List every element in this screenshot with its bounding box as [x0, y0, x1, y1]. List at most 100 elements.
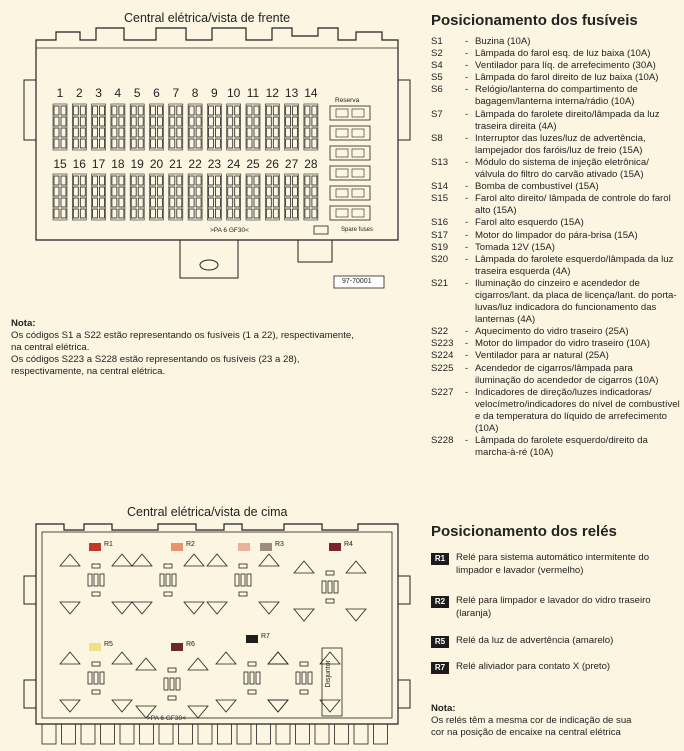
- fuse-slot: [284, 103, 299, 151]
- relay-label: R6: [186, 641, 195, 648]
- fuse-dash: -: [465, 132, 469, 144]
- fuse-dash: -: [465, 253, 469, 265]
- fuse-code: S17: [431, 229, 449, 241]
- spare-fuse-slots: [329, 105, 371, 221]
- fuse-number: 21: [169, 157, 183, 171]
- spare-slot: [329, 125, 371, 141]
- relay-item-r1: R1 Relé para sistema automático intermit…: [431, 552, 681, 577]
- connector-tooth: [100, 723, 115, 745]
- pa-label-front: >PA 6 GF30<: [210, 227, 249, 234]
- fuse-code: S19: [431, 241, 449, 253]
- fuse-item: S227-Indicadores de direção/luzes indica…: [431, 387, 681, 435]
- fuse-row-2: [52, 173, 319, 221]
- fuse-dash: -: [465, 277, 469, 289]
- fuse-item: S16-Farol alto esquerdo (15A): [431, 217, 681, 229]
- fuse-number: 15: [53, 157, 67, 171]
- connector-tooth: [373, 723, 388, 745]
- connector-tooth: [119, 723, 135, 745]
- fuse-dash: -: [465, 108, 469, 120]
- relay-badge: R2: [431, 596, 449, 608]
- fuse-dash: -: [465, 193, 469, 205]
- fuse-code: S228: [431, 435, 454, 447]
- fuse-slot: [264, 173, 280, 221]
- fuse-number: 10: [227, 86, 241, 100]
- fuse-slot: [72, 173, 87, 221]
- fuse-slot: [207, 173, 222, 221]
- relay-desc: Relé aliviador para contato X (preto): [456, 661, 611, 672]
- fuse-code: S1: [431, 36, 443, 47]
- relays-title: Posicionamento dos relés: [431, 523, 617, 540]
- fuse-number: 19: [130, 157, 144, 171]
- fuse-code: S7: [431, 108, 443, 120]
- fuse-slot: [284, 173, 299, 221]
- fuse-number: 27: [284, 157, 299, 171]
- relay-label: R1: [104, 541, 113, 548]
- relay-label: R7: [261, 633, 270, 640]
- fuse-slot: [72, 103, 87, 151]
- fuse-slot: [245, 173, 261, 221]
- fuse-slot: [110, 103, 126, 151]
- fuse-dash: -: [465, 326, 469, 338]
- fuse-code: S4: [431, 60, 443, 72]
- fuse-desc: Lâmpada do farolete direito/lâmpada da l…: [475, 108, 660, 132]
- fuse-desc: Farol alto direito/ lâmpada de controle …: [475, 193, 671, 217]
- fuse-number: 8: [191, 86, 199, 100]
- fuse-slot: [149, 173, 164, 221]
- fuse-dash: -: [465, 350, 469, 362]
- fuse-item: S19-Tomada 12V (15A): [431, 242, 681, 254]
- fuse-number: 12: [265, 86, 279, 100]
- fuse-dash: -: [465, 36, 469, 47]
- fuse-number: 4: [114, 86, 122, 100]
- fuse-item: S22 -Aquecimento do vidro traseiro (25A): [431, 326, 681, 338]
- fuse-code: S15: [431, 193, 449, 205]
- fuse-dash: -: [465, 386, 469, 398]
- fuse-code: S227: [431, 386, 454, 398]
- note2-line-2: cor na posição de encaixe na central elé…: [431, 727, 621, 738]
- spare-slot: [329, 145, 371, 161]
- fuse-dash: -: [465, 435, 469, 447]
- spare-fuses-label: Spare fuses: [341, 227, 374, 233]
- connector-tooth: [353, 723, 369, 745]
- fuse-slot: [264, 103, 280, 151]
- fuse-code: S16: [431, 217, 449, 229]
- relay-socket: [59, 651, 133, 713]
- fuse-desc: Módulo do sistema de injeção eletrônica/…: [475, 156, 649, 181]
- fuse-desc: Lâmpada do farol esq. de luz baixa (10A): [475, 48, 651, 60]
- fuse-item: S5-Lâmpada do farol direito de luz baixa…: [431, 72, 681, 84]
- fuse-slot: [52, 103, 68, 151]
- fuse-desc: Relógio/lanterna do compartimento de bag…: [475, 84, 638, 108]
- relay-socket: [293, 560, 367, 622]
- fuse-slot: [168, 103, 184, 151]
- fuse-dash: -: [465, 181, 469, 193]
- fuse-code: S5: [431, 72, 443, 84]
- fuse-number: 7: [172, 86, 180, 100]
- fuse-slot: [207, 103, 222, 151]
- pa-label-top: >PA 6 GF30<: [147, 715, 186, 722]
- relay-badge: R1: [431, 553, 449, 565]
- connector-tooth: [275, 723, 291, 745]
- connector-tooth: [139, 723, 154, 745]
- fuse-desc: Tomada 12V (15A): [475, 241, 555, 253]
- relay-badge: R5: [431, 636, 449, 648]
- fuse-number: 28: [304, 157, 318, 171]
- fuse-code: S225: [431, 362, 454, 374]
- fuse-code: S22: [431, 326, 449, 338]
- relay-color-swatch: [238, 543, 250, 551]
- fuse-dash: -: [465, 60, 469, 72]
- fuse-desc: Bomba de combustível (15A): [475, 181, 599, 193]
- relay-item-r2: R2 Relé para limpador e lavador do vidro…: [431, 595, 681, 620]
- fuse-desc: Aquecimento do vidro traseiro (25A): [475, 326, 629, 338]
- fuse-code: S21: [431, 277, 449, 289]
- fuse-dash: -: [465, 156, 469, 168]
- relay-socket: [131, 553, 205, 615]
- part-number: 97-70001: [342, 278, 372, 285]
- fuse-number: 9: [211, 86, 218, 100]
- fuse-desc: Ventilador para líq. de arrefecimento (3…: [475, 60, 656, 72]
- fuse-desc: Motor do limpador do vidro traseiro (10A…: [475, 338, 650, 350]
- fuse-number: 2: [75, 86, 83, 100]
- spare-slot: [329, 185, 371, 201]
- fuse-number: 14: [304, 86, 318, 100]
- fuse-item: S1-Buzina (10A): [431, 36, 681, 48]
- connector-tooth: [217, 723, 232, 745]
- fuse-item: S8-Interruptor das luzes/luz de advertên…: [431, 133, 681, 157]
